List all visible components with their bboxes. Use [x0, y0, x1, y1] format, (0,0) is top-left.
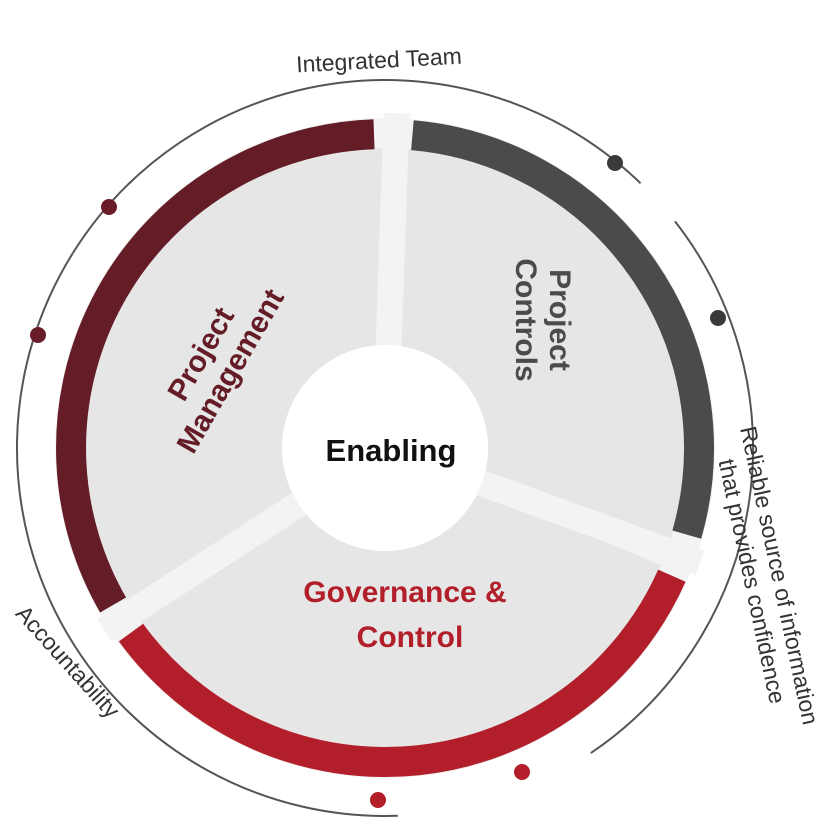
project-controls-line1: Project [543, 269, 576, 371]
project-controls-wedge [390, 148, 685, 541]
project-controls-label: Project Controls [509, 258, 576, 381]
project-controls-band [411, 120, 714, 539]
accountability-arc [15, 252, 398, 818]
governance-control-band [118, 569, 686, 778]
center-circle [282, 345, 488, 551]
reliable-source-arc [590, 220, 754, 754]
project-management-wedge [84, 148, 385, 607]
integrated-team-end-dot [607, 155, 623, 171]
left-divider [96, 488, 313, 642]
right-divider [469, 468, 705, 575]
governance-control-wedge [136, 487, 662, 748]
accountability-start-dot [30, 327, 46, 343]
project-controls-line2: Controls [509, 258, 542, 381]
project-management-band [56, 119, 375, 613]
integrated-team-arc [72, 79, 642, 254]
integrated-team-label: Integrated Team [296, 43, 463, 78]
governance-control-line2: Control [357, 621, 464, 654]
accountability-end-dot [370, 792, 386, 808]
reliable-source-label: Reliable source of information that prov… [713, 424, 820, 727]
reliable-source-start-dot [710, 310, 726, 326]
governance-control-line1: Governance & [303, 576, 506, 609]
top-divider [375, 112, 410, 354]
reliable-source-end-dot [514, 764, 530, 780]
center-label: Enabling [326, 433, 457, 468]
integrated-team-start-dot [101, 199, 117, 215]
